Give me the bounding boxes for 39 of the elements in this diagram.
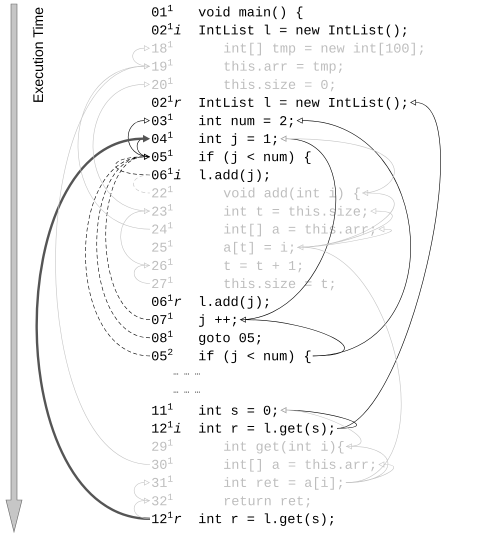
code-line: 05$^{2}$ if (j < num) { xyxy=(152,348,310,364)
code-line: 08$^{1}$ goto 05; xyxy=(152,330,260,345)
ellipsis: … … … xyxy=(174,392,200,393)
code-line: 32$^{1}$ return ret; xyxy=(152,494,310,508)
code-line: 12$^{1}$i int r = l.get(s); xyxy=(152,421,333,436)
code-line: 20$^{1}$ this.size = 0; xyxy=(152,77,334,92)
code-line: 07$^{1}$ j ++; xyxy=(152,312,236,327)
dependency-arrow xyxy=(132,45,150,67)
dependency-arrow xyxy=(55,63,150,465)
dependency-arrow xyxy=(134,480,150,501)
code-line: 26$^{1}$ t = t + 1; xyxy=(152,258,302,272)
dependency-arrow xyxy=(78,63,150,230)
dependency-arrow xyxy=(128,118,150,158)
code-line: 25$^{1}$ a[t] = i; xyxy=(152,240,294,254)
dependency-arrow xyxy=(105,154,150,320)
dependency-arrow xyxy=(120,208,150,266)
code-line: 06$^{1}$i l.add(j); xyxy=(152,168,268,182)
code-line: 29$^{1}$ int get(int i){ xyxy=(152,439,344,454)
code-line: 12$^{1}$r int r = l.get(s); xyxy=(152,512,333,526)
code-line: 03$^{1}$ int num = 2; xyxy=(152,114,292,128)
dependency-arrow xyxy=(92,81,150,212)
code-line: 18$^{1}$ int[] tmp = new int[100]; xyxy=(152,41,423,56)
code-line: 05$^{1}$ if (j < num) { xyxy=(152,150,310,164)
dependency-arrow xyxy=(96,154,150,338)
code-line: 04$^{1}$ int j = 1; xyxy=(152,132,276,146)
axis-label: Execution Time xyxy=(32,8,44,102)
code-line: 06$^{1}$r l.add(j); xyxy=(152,294,268,309)
dependency-arrow xyxy=(36,134,150,520)
dependency-arrow xyxy=(134,262,150,284)
code-line: 19$^{1}$ this.arr = tmp; xyxy=(152,59,342,74)
code-line: 02$^{1}$r IntList l = new IntList(); xyxy=(152,95,406,110)
code-line: 31$^{1}$ int ret = a[i]; xyxy=(152,475,342,490)
code-line: 01$^{1}$ void main() { xyxy=(152,4,302,20)
code-line: 02$^{1}$i IntList l = new IntList(); xyxy=(152,22,406,38)
dependency-arrow xyxy=(296,118,411,356)
code-line: 11$^{1}$ int s = 0; xyxy=(152,403,276,418)
code-line: 30$^{1}$ int[] a = this.arr; xyxy=(152,457,374,472)
dependency-arrow xyxy=(85,154,150,356)
dependency-arrow xyxy=(134,498,150,520)
